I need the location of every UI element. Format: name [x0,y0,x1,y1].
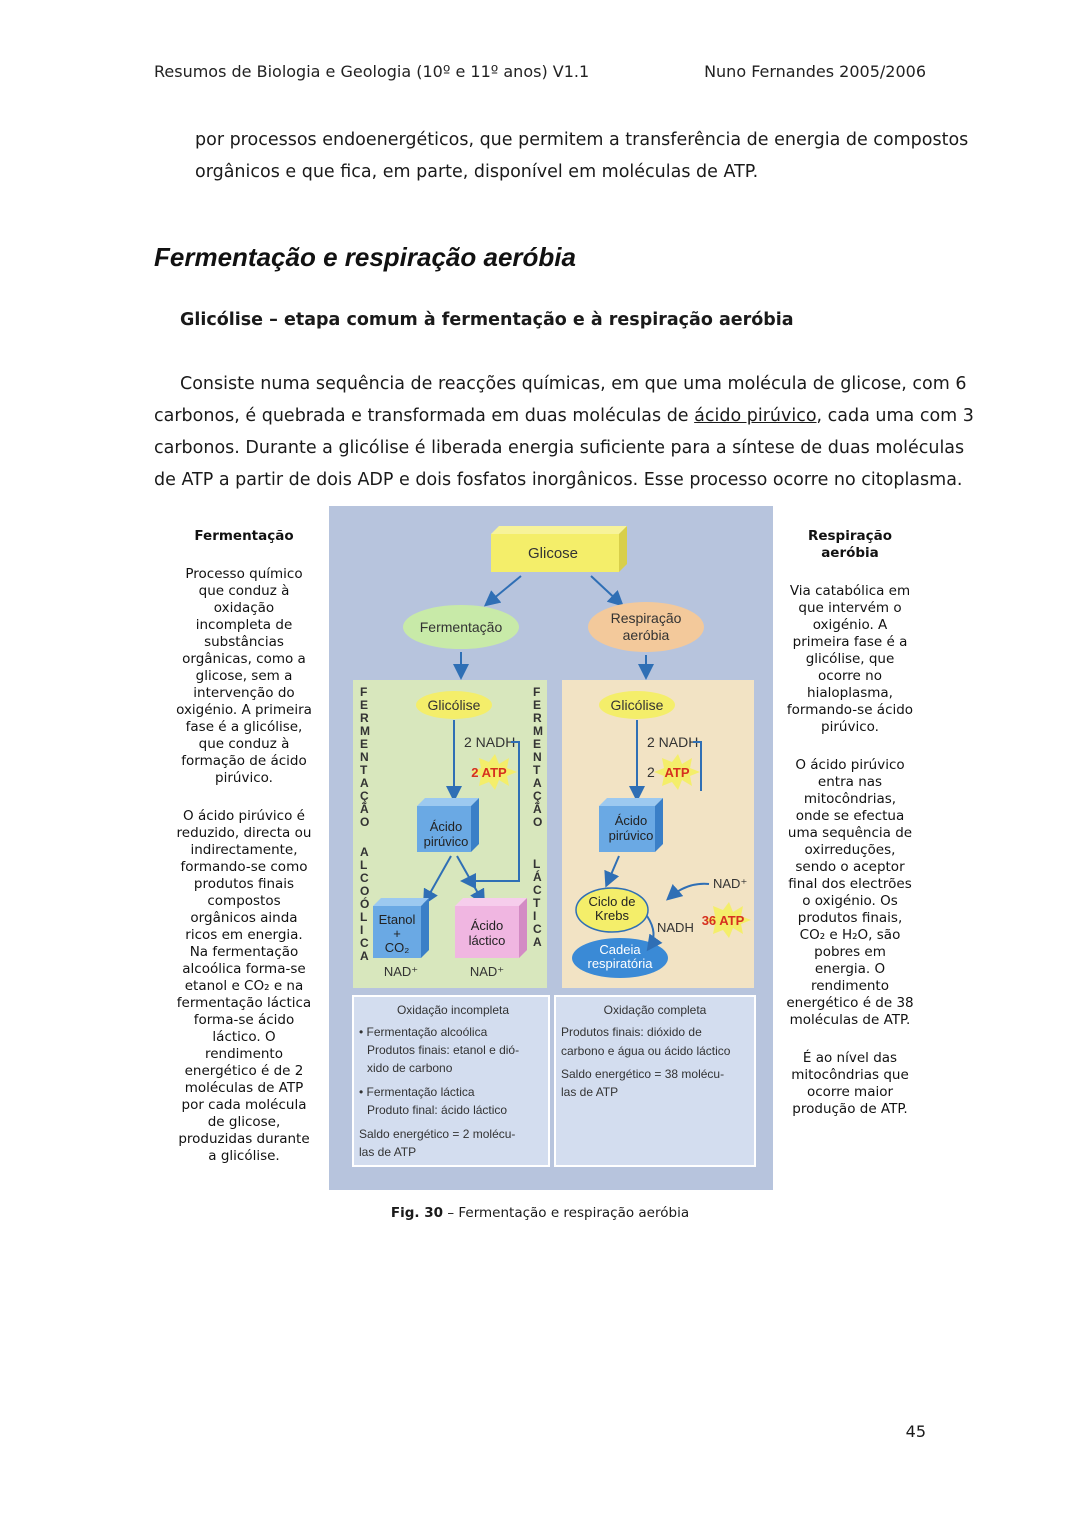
header-left: Resumos de Biologia e Geologia (10º e 11… [154,62,590,81]
respiratory-chain-oval: Cadeia respiratória [572,938,668,978]
incomplete-s2: las de ATP [359,1145,416,1159]
pyruvic-left-label-1: Ácido [430,819,463,834]
fermentation-sidebar-p1: Processo químico que conduz à oxidação i… [176,566,312,786]
lactic-label-2: láctico [469,933,506,948]
intro-line-1: por processos endoenergéticos, que permi… [195,130,969,150]
pyruvic-acid-cube-right: Ácido pirúvico [599,798,663,852]
complete-l2: carbono e água ou ácido láctico [561,1044,731,1058]
section-title: Fermentação e respiração aeróbia [154,242,576,272]
pyruvic-left-label-2: pirúvico [424,834,469,849]
nad-krebs-label: NAD⁺ [713,876,747,891]
glucose-box: Glicose [491,526,627,572]
subsection-title: Glicólise – etapa comum à fermentação e … [180,310,794,330]
caption-label: Fig. 30 [390,1205,444,1221]
krebs-label-1: Ciclo de [589,894,636,909]
paragraph-line-2: carbonos, é quebrada e transformada em d… [154,400,974,432]
respiration-oval-label-1: Respiração [611,610,682,626]
pyruvic-acid-cube-left: Ácido pirúvico [417,798,479,852]
ethanol-cube: Etanol + CO₂ [373,898,429,958]
nadh-krebs-label: NADH [657,920,694,935]
chain-label-2: respiratória [587,956,653,971]
glycolysis-left-label: Glicólise [428,697,481,713]
intro-line-2: orgânicos e que fica, em parte, disponív… [195,162,759,182]
incomplete-oxidation-box [352,995,550,1167]
respiration-oval: Respiração aeróbia [588,602,704,652]
glycolysis-paragraph: Consiste numa sequência de reacções quím… [154,368,974,496]
fermentation-oval-label: Fermentação [420,619,503,635]
lactic-acid-cube: Ácido láctico [455,898,527,958]
plus-label: + [393,926,401,941]
glycolysis-right-label: Glicólise [611,697,664,713]
paragraph-line-3: carbonos. Durante a glicólise é liberada… [154,438,965,458]
atp-36-starburst: 36 ATP [702,902,751,938]
fermentation-sidebar: Fermentação Processo químico que conduz … [176,528,312,1186]
complete-title: Oxidação completa [604,1003,707,1017]
lactic-label-1: Ácido [471,918,504,933]
paragraph-text: carbonos, é quebrada e transformada em d… [154,406,695,426]
header-right: Nuno Fernandes 2005/2006 [704,62,926,81]
incomplete-b2a: Produto final: ácido láctico [367,1103,507,1117]
pyruvic-right-label-2: pirúvico [609,828,654,843]
atp-36-label: 36 ATP [702,913,745,928]
incomplete-b2: • Fermentação láctica [359,1085,475,1099]
caption-text: – Fermentação e respiração aeróbia [443,1205,690,1221]
incomplete-s1: Saldo energético = 2 molécu- [359,1127,515,1141]
pyruvic-acid-term: ácido pirúvico [694,406,817,426]
respiration-sidebar: Respiração aeróbia Via catabólica em que… [786,528,914,1139]
atp-starburst-right: ATP [654,754,700,790]
respiration-sidebar-p3: É ao nível das mitocôndrias que ocorre m… [791,1050,909,1117]
paragraph-text: , cada uma com 3 [816,406,974,426]
atp-right-count: 2 [647,764,655,780]
nadh-left-label: 2 NADH [464,734,515,750]
paragraph-line-4: de ATP a partir de dois ADP e dois fosfa… [154,470,963,490]
glycolysis-oval-left: Glicólise [416,691,492,719]
co2-label: CO₂ [385,940,410,955]
pyruvic-right-label-1: Ácido [615,813,648,828]
fermentation-sidebar-p2: O ácido pirúvico é reduzido, directa ou … [176,808,312,1164]
respiration-sidebar-p1: Via catabólica em que intervém o oxigéni… [786,583,914,735]
respiration-oval-label-2: aeróbia [623,627,670,643]
atp-left-label: 2 ATP [471,765,507,780]
incomplete-b1b: xido de carbono [367,1061,453,1075]
chain-label-1: Cadeia [599,942,641,957]
fermentation-sidebar-title: Fermentação [194,528,294,544]
intro-paragraph: por processos endoenergéticos, que permi… [195,124,969,188]
page-number: 45 [905,1422,926,1441]
atp-right-label: ATP [664,765,689,780]
nadh-right-label: 2 NADH [647,734,698,750]
fermentation-respiration-diagram: Glicose Fermentação Respiração aeróbia F… [329,506,773,1190]
figure-diagram: Glicose Fermentação Respiração aeróbia F… [329,506,773,1190]
respiration-sidebar-title: Respiração aeróbia [807,528,893,561]
complete-l1: Produtos finais: dióxido de [561,1025,702,1039]
incomplete-b1a: Produtos finais: etanol e dió- [367,1043,519,1057]
nad-left-label: NAD⁺ [384,964,418,979]
complete-s2: las de ATP [561,1085,618,1099]
respiration-sidebar-p2: O ácido pirúvico entra nas mitocôndrias,… [786,757,914,1028]
krebs-cycle-oval: Ciclo de Krebs [575,887,649,933]
nad-right-label: NAD⁺ [470,964,504,979]
glucose-label: Glicose [528,545,578,562]
figure-caption: Fig. 30 – Fermentação e respiração aerób… [0,1205,1080,1221]
paragraph-line-1: Consiste numa sequência de reacções quím… [180,374,967,394]
glycolysis-oval-right: Glicólise [599,691,675,719]
complete-oxidation-box [554,995,756,1167]
ethanol-label: Etanol [379,912,416,927]
complete-s1: Saldo energético = 38 molécu- [561,1067,724,1081]
fermentation-oval: Fermentação [403,605,519,649]
krebs-label-2: Krebs [595,908,629,923]
atp-starburst-left: 2 ATP [471,754,517,790]
incomplete-b1: • Fermentação alcoólica [359,1025,488,1039]
incomplete-title: Oxidação incompleta [397,1003,509,1017]
